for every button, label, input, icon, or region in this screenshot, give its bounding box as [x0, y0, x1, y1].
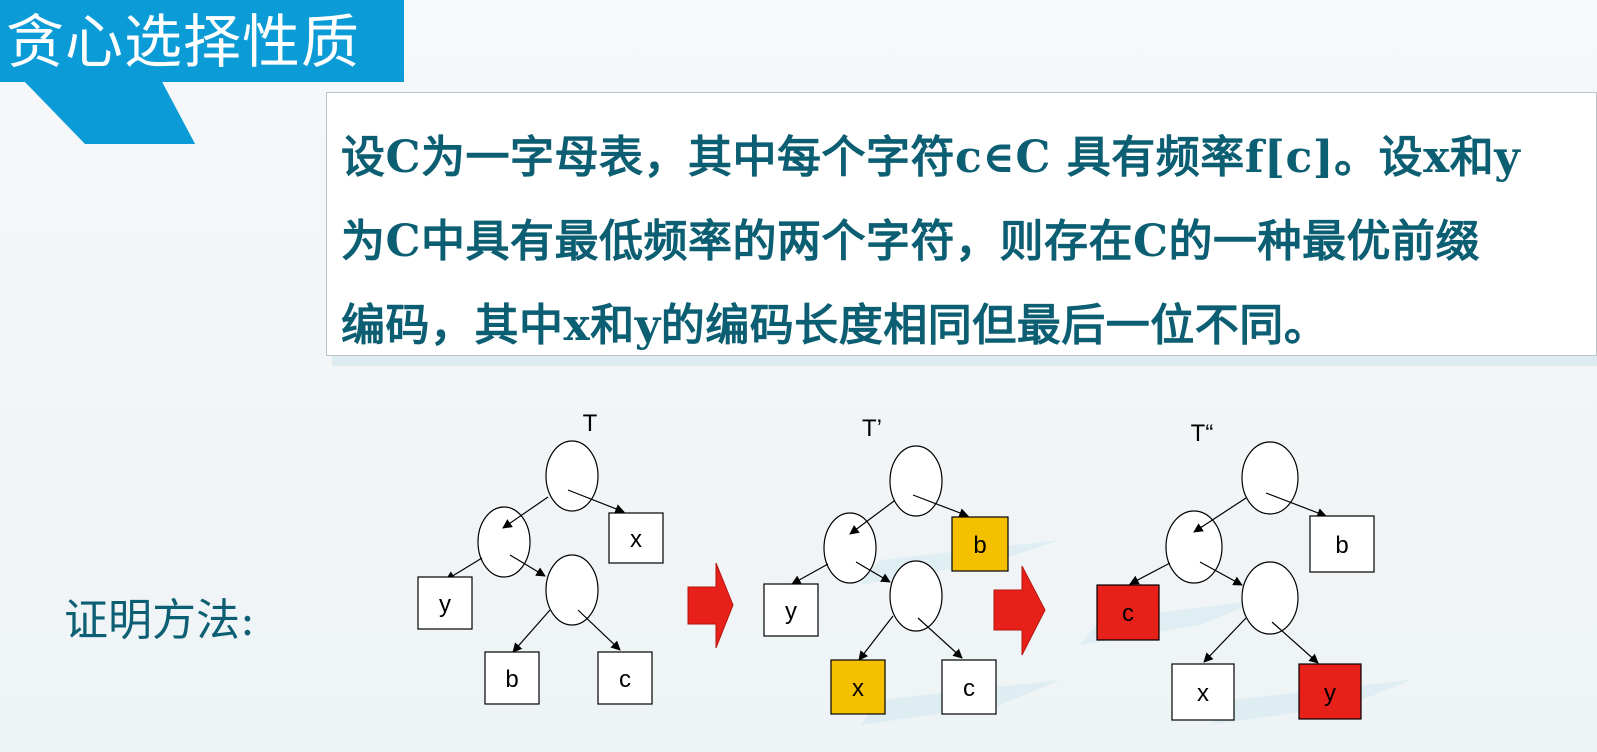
- tree-t-double-prime-leaf-b: [1309, 515, 1375, 573]
- tree-t-name: T: [583, 410, 598, 437]
- tree-t-double-prime-root-node: [1241, 441, 1299, 515]
- tree-t-edge: [512, 609, 551, 653]
- tree-t-prime-edge: [917, 617, 963, 659]
- tree-t-prime-leaf-c-label: c: [963, 675, 975, 702]
- tree-t-internal-node-2: [545, 554, 599, 626]
- tree-t-double-prime-edge: [1199, 561, 1243, 586]
- transform-arrow-1: [687, 562, 734, 649]
- tree-t-double-prime-leaf-c-label: c: [1122, 600, 1134, 627]
- tree-t-edge: [445, 557, 483, 581]
- tree-t-prime-leaf-x-label: x: [852, 675, 864, 702]
- tree-t-double-prime-internal-node: [1165, 510, 1223, 584]
- tree-t-prime-edge: [912, 494, 969, 518]
- tree-t-root-node: [545, 440, 599, 512]
- theorem-box: 设C为一字母表，其中每个字符c∈C 具有频率f[c]。设x和y 为C中具有最低频…: [326, 92, 1597, 356]
- tree-t-leaf-x: [608, 512, 664, 564]
- tree-t-prime-edge: [849, 500, 895, 535]
- tree-t-prime-edge: [855, 561, 891, 583]
- tree-t-prime-leaf-b: [951, 516, 1009, 572]
- tree-t-double-prime: T“ b c x y: [1096, 420, 1375, 721]
- tree-t-leaf-y-label: y: [439, 591, 451, 618]
- tree-t-prime: T’ b y x c: [763, 415, 1009, 715]
- tree-t-double-prime-leaf-y: [1298, 663, 1362, 720]
- title-banner: 贪心选择性质: [0, 0, 404, 82]
- tree-t-prime-internal-node-2: [889, 560, 943, 632]
- tree-t-leaf-b: [484, 651, 540, 705]
- tree-t-double-prime-leaf-c: [1096, 584, 1160, 641]
- tree-t-double-prime-leaf-x: [1171, 663, 1235, 721]
- tree-t-prime-leaf-x: [830, 659, 886, 715]
- tree-t-prime-leaf-y: [763, 583, 819, 637]
- tree-t-edge: [502, 496, 549, 529]
- tree-t-internal-node: [477, 506, 531, 578]
- tree-t-prime-edge: [791, 563, 829, 585]
- tree-t-edge: [567, 489, 625, 514]
- tree-t-leaf-c-label: c: [619, 666, 631, 693]
- tree-t-leaf-c: [597, 651, 653, 705]
- tree-t-edge: [509, 554, 546, 577]
- tree-t-prime-leaf-y-label: y: [785, 598, 797, 625]
- tree-t-double-prime-edge: [1265, 492, 1327, 518]
- slide-title: 贪心选择性质: [6, 8, 361, 76]
- tree-t-prime-leaf-b-label: b: [973, 532, 986, 559]
- tree-t-double-prime-edge: [1129, 562, 1171, 585]
- proof-method-label: 证明方法:: [64, 595, 255, 646]
- theorem-line-3: 编码，其中x和y的编码长度相同但最后一位不同。: [341, 300, 1329, 351]
- tree-t-leaf-b-label: b: [505, 666, 518, 693]
- tree-t-prime-internal-node: [823, 512, 877, 584]
- tree-t-prime-name: T’: [862, 415, 882, 442]
- tree-t-leaf-x-label: x: [630, 526, 642, 553]
- tree-t-double-prime-edge: [1203, 617, 1247, 663]
- theorem-line-2: 为C中具有最低频率的两个字符，则存在C的一种最优前缀: [341, 216, 1481, 267]
- tree-t-edge: [577, 609, 621, 651]
- tree-t-double-prime-edge: [1271, 621, 1319, 664]
- theorem-line-1: 设C为一字母表，其中每个字符c∈C 具有频率f[c]。设x和y: [341, 132, 1521, 183]
- tree-t-double-prime-internal-node-2: [1241, 561, 1299, 635]
- tree-t-leaf-y: [417, 576, 473, 630]
- transform-arrow-2: [993, 565, 1046, 656]
- tree-t-double-prime-edge: [1193, 497, 1247, 533]
- tree-t-prime-edge: [858, 615, 894, 661]
- tree-t-double-prime-leaf-x-label: x: [1197, 680, 1209, 707]
- tree-t-prime-leaf-c: [941, 659, 997, 715]
- tree-t: T x y b c: [417, 410, 664, 705]
- tree-t-double-prime-leaf-b-label: b: [1335, 532, 1348, 559]
- tree-t-double-prime-leaf-y-label: y: [1324, 680, 1336, 707]
- tree-t-double-prime-name: T“: [1191, 420, 1214, 447]
- tree-t-prime-root-node: [889, 445, 943, 517]
